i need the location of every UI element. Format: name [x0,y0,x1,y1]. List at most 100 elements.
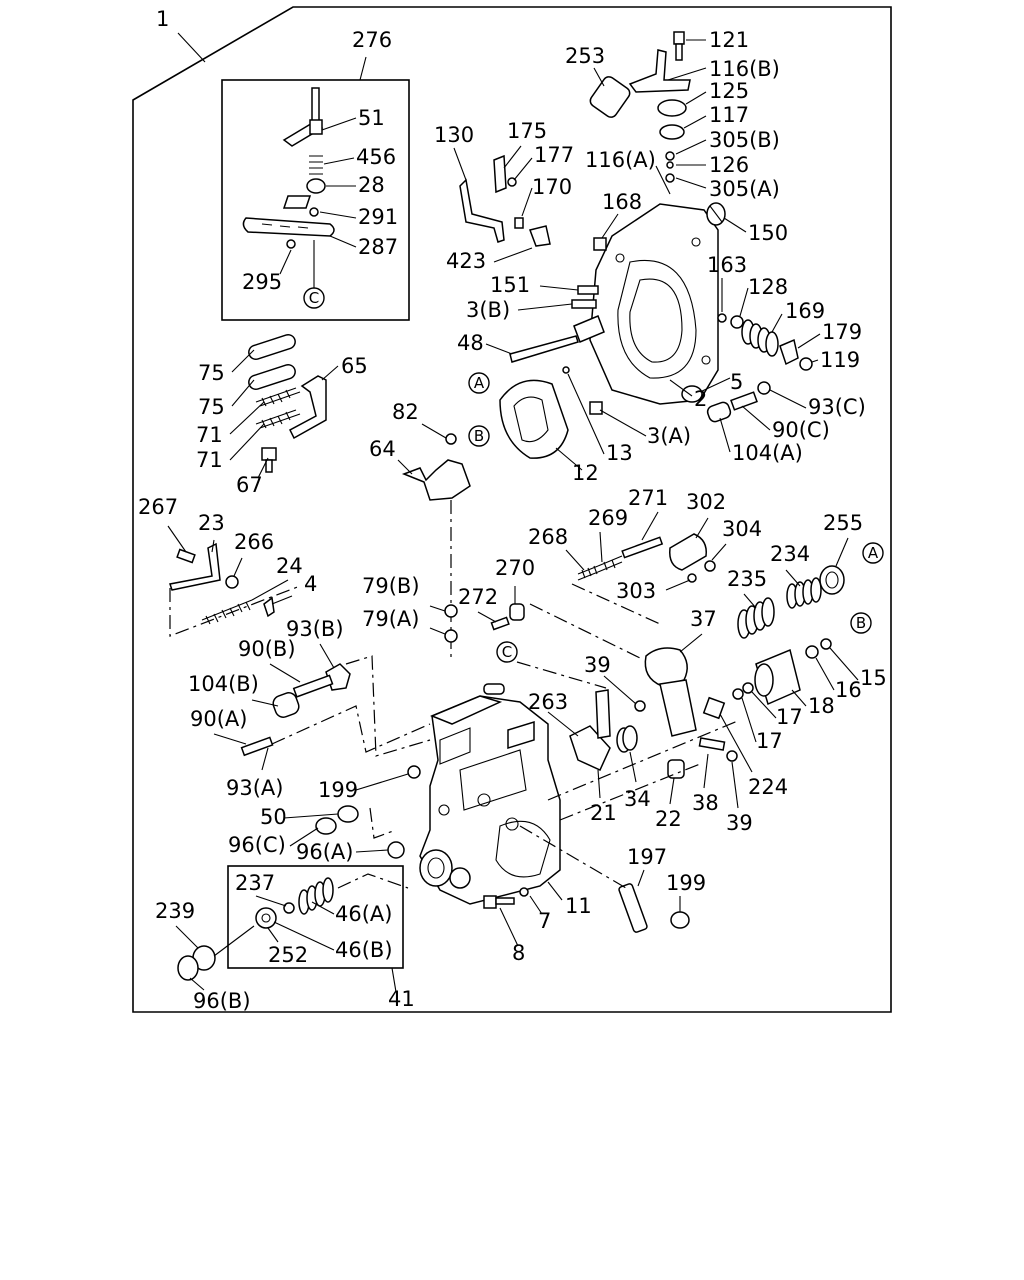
label-p304: 304 [722,517,762,541]
label-p104B: 104(B) [188,672,259,696]
part-39a-nut [634,700,646,712]
part-255-cap [819,565,845,595]
label-p24: 24 [276,554,303,578]
part-224-nut [702,696,726,720]
label-p67: 67 [236,473,263,497]
label-p96B: 96(B) [193,989,251,1013]
label-p177: 177 [534,143,574,167]
part-96B-cap [177,955,199,981]
label-p11: 11 [565,894,592,918]
label-p169: 169 [785,299,825,323]
outer-frame [132,6,892,1013]
label-p50: 50 [260,805,287,829]
label-p199b: 199 [666,871,706,895]
label-p305A: 305(A) [709,177,780,201]
part-130-bracket [459,178,505,243]
label-p23: 23 [198,511,225,535]
part-270-sleeve [509,603,525,621]
part-304-nut [704,560,716,572]
part-168-bolt [593,237,607,251]
part-38-pin [698,737,726,751]
leader-276 [359,56,367,81]
label-p8: 8 [512,941,525,965]
part-237-ring [283,902,295,914]
part-75-sleeves [248,333,296,391]
label-p39a: 39 [584,653,611,677]
label-p150: 150 [748,221,788,245]
label-p34: 34 [624,787,651,811]
part-268-spring [577,565,599,581]
part-12-flyweight-holder [499,379,569,459]
label-p38: 38 [692,791,719,815]
part-79A-washer [444,629,458,643]
label-p1: 1 [156,7,169,31]
label-p116B: 116(B) [709,57,780,81]
label-p75b: 75 [198,395,225,419]
label-p18: 18 [808,694,835,718]
label-p90C: 90(C) [772,418,830,442]
label-p151: 151 [490,273,530,297]
part-50-nut [337,805,359,823]
dash-197-line [519,825,627,889]
label-p199a: 199 [318,778,358,802]
label-p268: 268 [528,525,568,549]
marker-letter: B [856,614,866,632]
marker-circle [496,641,518,663]
part-51-shaft [282,87,324,147]
part-5-spring [681,385,703,403]
label-p234: 234 [770,542,810,566]
part-67-bolt [261,447,277,473]
label-p39b: 39 [726,811,753,835]
part-305B-ring [665,151,675,161]
label-p71b: 71 [196,448,223,472]
marker-mC2: C [496,641,518,663]
part-179-plate [779,338,799,366]
part-125-cap [657,99,687,117]
part-163-ring [717,313,727,323]
part-170-screw [514,217,524,229]
part-169-spring [741,319,779,357]
part-456-spring [309,155,323,175]
part-3A-bolt [589,401,603,415]
dash-267-link [169,585,301,637]
label-p46B: 46(B) [335,938,393,962]
label-p75a: 75 [198,361,225,385]
label-p90A: 90(A) [190,707,247,731]
label-p96A: 96(A) [296,840,353,864]
part-1-main-housing [419,683,561,905]
label-p125: 125 [709,79,749,103]
label-p46A: 46(A) [335,902,392,926]
label-p239: 239 [155,899,195,923]
marker-circle [862,542,884,564]
label-p16: 16 [835,678,862,702]
marker-letter: A [868,544,879,562]
label-p224: 224 [748,775,788,799]
part-104A-sleeve [706,401,732,423]
dash-93B-line [345,655,431,757]
part-151-bolt [577,285,599,295]
part-93C-nut [757,381,771,395]
label-p21: 21 [590,801,617,825]
label-p116A: 116(A) [585,148,656,172]
label-p197: 197 [627,845,667,869]
label-p65: 65 [341,354,368,378]
part-number-labels: 12765145628291287295253121116(B)12511730… [138,7,887,1013]
part-116B-lever [628,49,691,93]
label-p93A: 93(A) [226,776,283,800]
label-p175: 175 [507,119,547,143]
label-p237: 237 [235,871,275,895]
dash-main-axis [547,719,741,801]
part-252-cup [255,907,277,929]
label-p48: 48 [457,331,484,355]
marker-circle [303,287,325,309]
marker-mC1: C [303,287,325,309]
label-p71a: 71 [196,423,223,447]
label-p287: 287 [358,235,398,259]
label-p168: 168 [602,190,642,214]
part-34-spring [616,725,638,753]
part-269-spring [597,555,623,573]
label-p267: 267 [138,495,178,519]
marker-letter: A [474,374,485,392]
part-126-ring [666,161,674,169]
